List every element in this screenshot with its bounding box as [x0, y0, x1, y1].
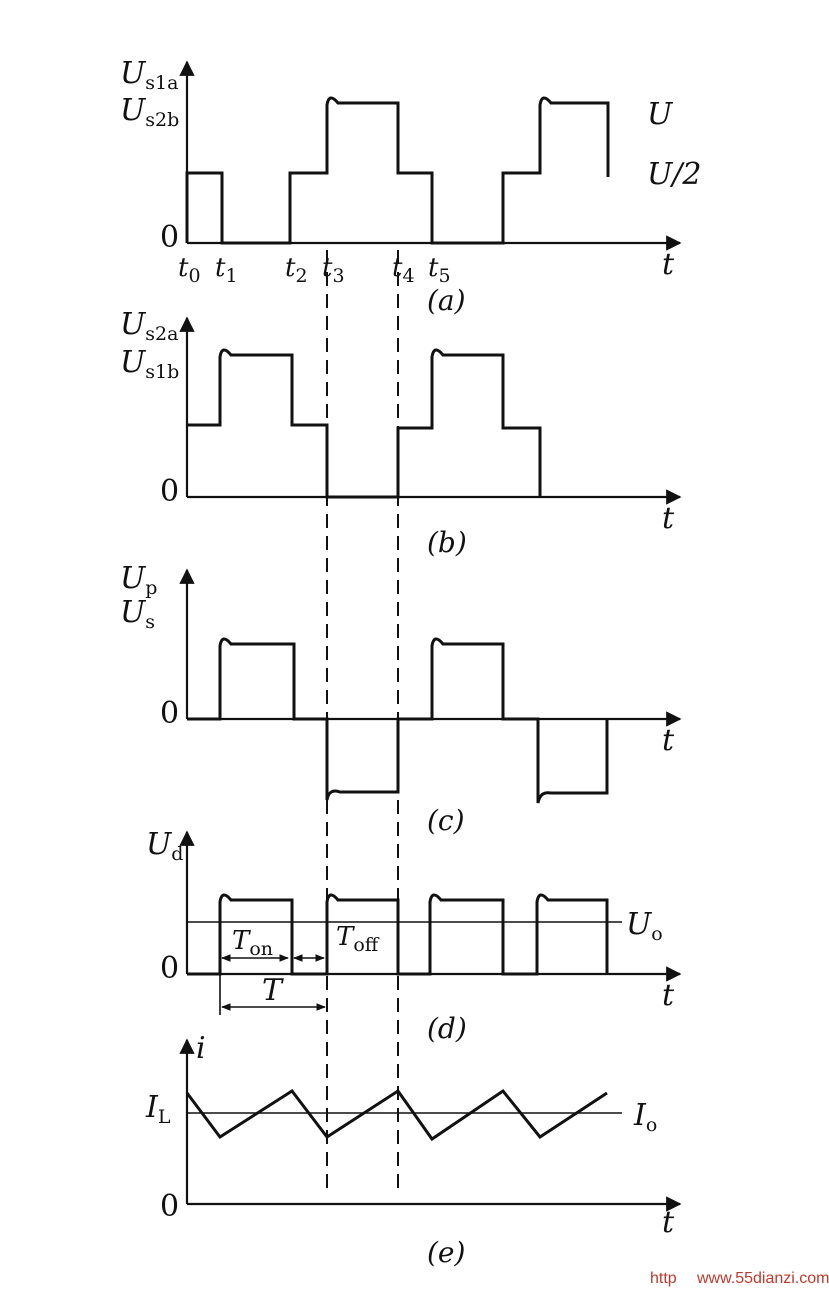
panel-b-zero: 0: [160, 474, 179, 509]
panel-a-tick-t0: t0: [178, 253, 201, 287]
panel-d-caption: (d): [427, 1012, 467, 1045]
panel-a-zero: 0: [160, 220, 179, 255]
panel-d-zero: 0: [160, 951, 179, 986]
panel-b-waveform: [187, 348, 542, 499]
panel-a-ylabel-top: Us1a: [120, 56, 178, 94]
panel-d-ylabel: Ud: [146, 827, 183, 865]
panel-b-caption: (b): [427, 526, 467, 559]
panel-a-waveform: [185, 96, 610, 245]
panel-e-t-label: t: [662, 1205, 675, 1240]
panel-e-zero: 0: [160, 1189, 179, 1224]
panel-c-caption: (c): [427, 804, 465, 837]
panel-c-ylabel-top: Up: [120, 561, 157, 599]
panel-b: Us2a Us1b 0 t (b): [120, 307, 682, 559]
panel-b-ylabel-top: Us2a: [120, 307, 178, 345]
il-label: IL: [145, 1090, 171, 1128]
panel-e-caption: (e): [427, 1236, 465, 1269]
panel-a-level-U: U: [647, 97, 674, 132]
panel-a-tick-t2: t2: [285, 253, 308, 287]
panel-d-waveform: [187, 893, 609, 976]
toff-label: Toff: [336, 922, 380, 956]
panel-e-ylabel: i: [196, 1031, 206, 1066]
panel-a-tick-t3: t3: [322, 253, 345, 287]
panel-a-caption: (a): [427, 284, 466, 317]
panel-a-tick-t1: t1: [215, 253, 238, 287]
panel-a: Us1a Us2b 0 U U/2 t0 t1 t2 t3 t4 t5 t (a…: [120, 56, 701, 317]
period-label: T: [262, 973, 284, 1008]
ton-label: Ton: [232, 926, 273, 960]
panel-c-zero: 0: [160, 696, 179, 731]
panel-e: i IL Io 0 t (e): [145, 1031, 682, 1269]
panel-b-ylabel-bottom: Us1b: [120, 345, 179, 383]
panel-b-t-label: t: [662, 501, 675, 536]
watermark-prefix: http: [650, 1270, 677, 1287]
panel-d-t-label: t: [662, 978, 675, 1013]
io-label: Io: [633, 1098, 657, 1136]
panel-c-t-label: t: [662, 723, 675, 758]
panel-d: Ud 0 Ton Toff T Uo t (d): [146, 827, 682, 1045]
panel-c: Up Us 0 t (c): [120, 561, 682, 837]
uo-label: Uo: [626, 907, 663, 945]
panel-a-tick-t4: t4: [392, 253, 415, 287]
panel-a-ylabel-bottom: Us2b: [120, 93, 179, 131]
panel-a-t-label: t: [662, 247, 675, 282]
panel-c-ylabel-bottom: Us: [120, 595, 155, 633]
watermark-site: www.55dianzi.com: [696, 1270, 829, 1287]
panel-a-tick-t5: t5: [428, 253, 451, 287]
panel-a-level-half: U/2: [647, 157, 701, 192]
